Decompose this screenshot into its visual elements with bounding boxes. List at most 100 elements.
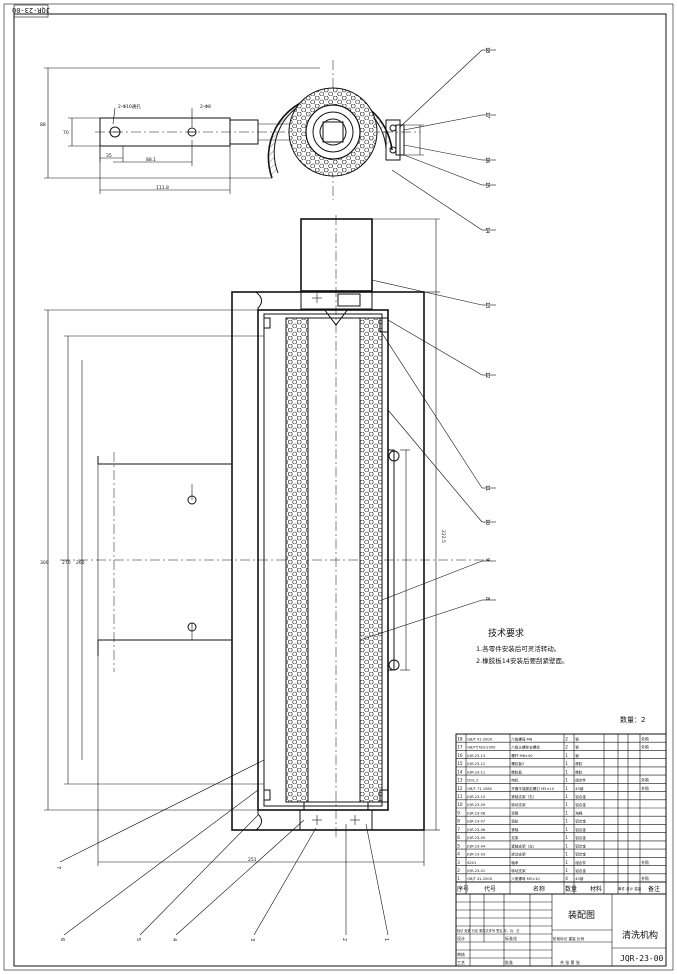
hole-note-left: 2-Φ10通孔 xyxy=(118,103,141,110)
bom-cell: 紧轴支架（右） xyxy=(511,794,536,799)
bom-cell: 1 xyxy=(565,753,568,758)
dim-300: 300 xyxy=(40,560,49,566)
dim-111-8: 111.8 xyxy=(156,185,169,191)
title-block: 装配图 清洗机构 JQR-23-00 标记 处数 分区 更改文件号 签名 年、月… xyxy=(455,893,667,967)
bom-cell: 14 xyxy=(457,769,463,774)
bom-cell: 1 xyxy=(565,810,568,815)
bom-cell: 滚轮 xyxy=(511,819,519,824)
bom-cell: 螺纹板2 xyxy=(511,761,524,766)
bom-cell: 轴承 xyxy=(511,860,519,865)
bom-cell: 六角头螺栓全螺纹 xyxy=(511,745,540,750)
dim-222-5: 222.5 xyxy=(440,530,446,543)
leader-lines xyxy=(59,49,496,936)
bom-cell: 6201 xyxy=(467,861,476,865)
bom-cell: 转动支架 xyxy=(511,868,526,873)
bom-header-weight: 单件 总计 重量 xyxy=(618,886,642,891)
bom-cell: 铝合金 xyxy=(575,802,586,807)
bom-cell: 钢 xyxy=(575,736,579,741)
leader-9: 9 xyxy=(484,558,490,561)
inner-frame xyxy=(13,13,667,967)
code-corner-box xyxy=(13,4,49,18)
bom-cell: 7 xyxy=(457,827,460,832)
bom-cell: JQR-23-13 xyxy=(466,754,485,758)
bom-cell: 外购 xyxy=(641,860,649,865)
outer-frame xyxy=(3,3,674,971)
leader-3: 3 xyxy=(249,938,255,941)
bom-cell: JQR-23-01 xyxy=(466,869,485,873)
bom-header-name: 名称 xyxy=(533,885,545,893)
hole-note-right: 2-Φ8 xyxy=(200,104,211,110)
bom-cell: 3 xyxy=(457,860,460,865)
bom-cell: 组合件 xyxy=(575,860,586,865)
title-drawing-no: JQR-23-00 xyxy=(620,954,664,963)
bom-cell: 滚筒 xyxy=(511,810,519,815)
dim-70: 70 xyxy=(63,130,69,136)
leader-labels: 18 17 16 15 14 13 12 11 10 9 8 7 6 5 4 3… xyxy=(55,47,490,941)
bom-cell: 橡胶 xyxy=(575,769,583,774)
bom-cell: 1 xyxy=(565,819,568,824)
bom-header-material: 材料 xyxy=(590,885,602,893)
dim-270: 270 xyxy=(62,560,71,566)
bom-cell: GB/T 71-1985 xyxy=(467,787,492,791)
bom-header-code: 代号 xyxy=(484,885,496,893)
title-process: 工艺 xyxy=(457,960,465,965)
bom-cell: 6 xyxy=(457,835,460,840)
tech-req-line-2: 2.橡胶板14安装后要刮紧壁面。 xyxy=(476,656,568,665)
bom-cell: 转动支架 xyxy=(511,852,526,857)
bom-cell: 电机 xyxy=(511,778,519,783)
title-standardize: 标准化 xyxy=(505,935,517,941)
bom-cell: 1 xyxy=(565,786,568,791)
title-drawing-type: 装配图 xyxy=(568,909,595,921)
bom-cell: 12 xyxy=(457,786,463,791)
bom-cell: 18 xyxy=(457,736,463,741)
bom-cell: 1 xyxy=(565,827,568,832)
bom-cell: 4 xyxy=(565,876,568,881)
bom-cell: 铝合金 xyxy=(575,794,586,799)
dim-260: 260 xyxy=(76,560,85,566)
bom-cell: 1 xyxy=(565,761,568,766)
bom-cell: 外购 xyxy=(641,736,649,741)
bom-cell: 2 xyxy=(565,745,568,750)
title-check: 审核 xyxy=(457,951,465,957)
leader-12: 12 xyxy=(484,372,490,378)
bom-cell: 45钢 xyxy=(575,876,584,881)
bom-cell: 橡胶 xyxy=(575,761,583,766)
bom-cell: 组合件 xyxy=(575,778,586,783)
bom-cell: 1 xyxy=(565,769,568,774)
leader-10: 10 xyxy=(484,519,490,525)
bom-cell: 15 xyxy=(457,761,463,766)
bom-cell: 9 xyxy=(457,810,460,815)
leader-4: 4 xyxy=(171,938,177,941)
bom-cell: 紧轴 xyxy=(511,827,519,832)
bom-cell: 海绵 xyxy=(575,810,583,815)
bom-cell: 开槽平端紧定螺钉 M5×10 xyxy=(511,786,555,791)
leader-15: 15 xyxy=(484,182,490,188)
leader-17: 17 xyxy=(484,112,490,118)
bom-cell: 螺杆 M8×40 xyxy=(511,753,533,758)
title-stage-mark: 阶段标记 重量 比例 xyxy=(553,936,584,941)
bom-cell: JQR-23-10 xyxy=(466,795,486,799)
tech-req-title: 技术要求 xyxy=(488,627,524,639)
title-design: 设计 xyxy=(457,935,465,941)
bom-cell: JQR-23-06 xyxy=(466,828,486,832)
title-row-mark: 标记 处数 分区 更改文件号 签名 年、月、日 xyxy=(457,928,519,933)
bom-cell: 1 xyxy=(565,794,568,799)
tech-req-line-1: 1.各零件安装后可灵活转动。 xyxy=(476,644,560,653)
bom-cell: 1 xyxy=(565,860,568,865)
leader-1: 1 xyxy=(383,938,389,941)
bom-header-seq: 序号 xyxy=(457,885,469,893)
leader-11: 11 xyxy=(484,485,490,491)
leader-13: 13 xyxy=(484,302,490,308)
bom-cell: 六角螺母-M8 xyxy=(511,736,533,741)
title-approve: 批准 xyxy=(505,959,513,965)
bom-cell: 2 xyxy=(457,868,460,873)
bom-cell: 1 xyxy=(565,778,568,783)
bom-header-note: 备注 xyxy=(648,885,660,893)
bom-cell: 铝合金 xyxy=(575,868,586,873)
front-view: 300 270 260 222.5 251 xyxy=(40,215,490,866)
leader-5: 5 xyxy=(135,938,141,941)
bom-cell: JQR-23-11 xyxy=(466,770,485,774)
bom-cell: JQR-23-05 xyxy=(466,836,485,840)
